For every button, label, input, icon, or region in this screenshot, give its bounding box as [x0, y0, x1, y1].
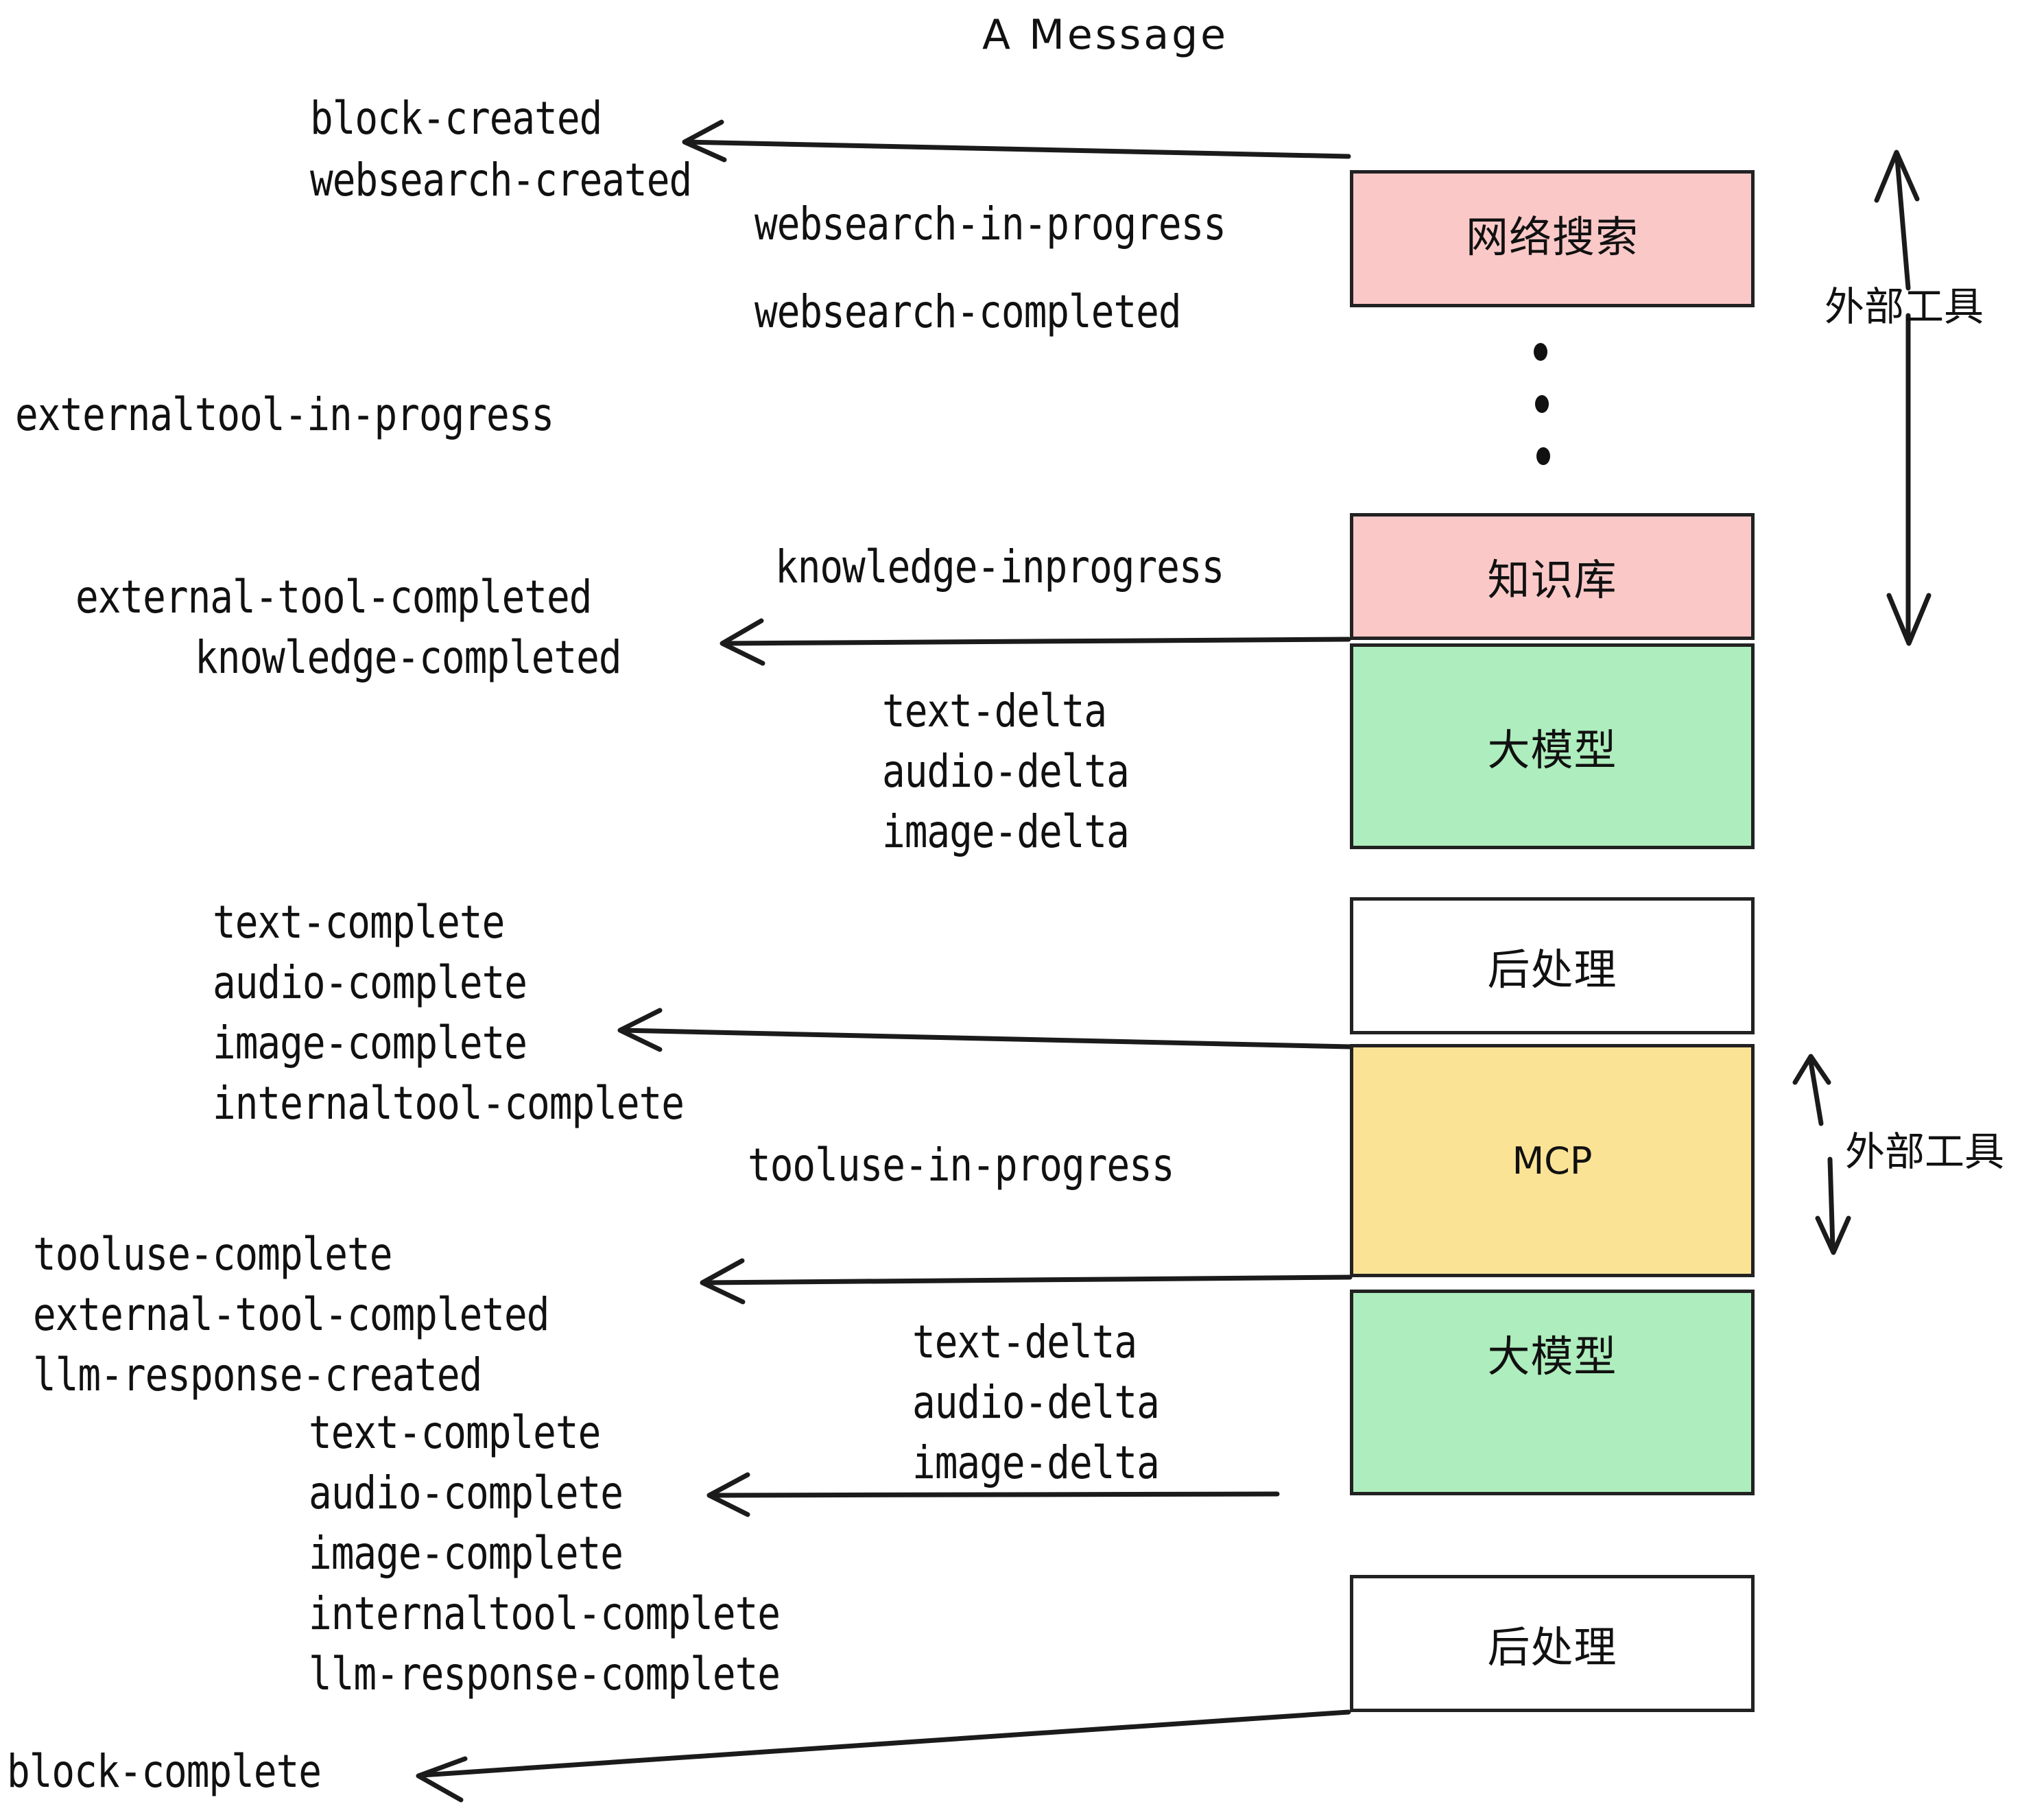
arrow-websearch-created — [682, 119, 1351, 163]
arrow-block-complete — [416, 1709, 1351, 1803]
event-image-complete-1: image-complete — [213, 1017, 527, 1070]
event-external-tool-completed-2: external-tool-completed — [33, 1289, 549, 1342]
node-llm-1-label: 大模型 — [1487, 725, 1617, 775]
event-websearch-completed: websearch-completed — [754, 286, 1182, 339]
node-mcp[interactable]: MCP — [1350, 1044, 1755, 1277]
event-text-complete-1: text-complete — [213, 897, 505, 949]
event-block-complete: block-complete — [7, 1746, 322, 1799]
event-llm-response-created: llm-response-created — [33, 1349, 482, 1402]
event-tooluse-in-progress: tooluse-in-progress — [748, 1139, 1175, 1192]
event-text-delta-1: text-delta — [882, 685, 1107, 738]
node-mcp-label: MCP — [1512, 1139, 1593, 1183]
external-tools-bottom-arrows — [1792, 1054, 1851, 1255]
event-websearch-in-progress: websearch-in-progress — [754, 198, 1226, 251]
node-llm-2[interactable]: 大模型 — [1350, 1290, 1755, 1495]
side-label-external-tools-bottom-text: 外部工具 — [1845, 1128, 2005, 1175]
arrow-knowledge-completed — [720, 618, 1351, 666]
external-tools-top-arrows — [1874, 150, 1932, 646]
event-audio-complete-2: audio-complete — [309, 1467, 623, 1520]
event-tooluse-complete: tooluse-complete — [33, 1229, 392, 1281]
event-image-delta-2: image-delta — [912, 1437, 1160, 1490]
event-text-delta-2: text-delta — [912, 1316, 1137, 1369]
event-websearch-created: websearch-created — [310, 154, 692, 207]
node-websearch-label: 网络搜索 — [1465, 212, 1639, 262]
arrow-tooluse-complete — [700, 1258, 1353, 1305]
event-audio-complete-1: audio-complete — [213, 957, 527, 1010]
event-external-tool-completed-1: external-tool-completed — [75, 571, 592, 624]
node-postprocess-1[interactable]: 后处理 — [1350, 897, 1755, 1034]
node-llm-2-label: 大模型 — [1487, 1331, 1617, 1381]
node-postprocess-2[interactable]: 后处理 — [1350, 1575, 1755, 1712]
arrow-audio-complete — [706, 1472, 1280, 1517]
node-websearch[interactable]: 网络搜索 — [1350, 170, 1755, 307]
node-knowledge-label: 知识库 — [1487, 555, 1617, 605]
event-image-complete-2: image-complete — [309, 1528, 623, 1580]
event-image-delta-1: image-delta — [882, 806, 1130, 859]
event-knowledge-completed: knowledge-completed — [195, 632, 622, 685]
event-knowledge-inprogress: knowledge-inprogress — [775, 541, 1224, 594]
side-label-external-tools-top: 外部工具 — [1825, 274, 1984, 332]
event-internaltool-complete-1: internaltool-complete — [213, 1078, 685, 1130]
arrow-image-complete — [617, 1008, 1353, 1052]
vertical-ellipsis — [1534, 343, 1554, 466]
node-postprocess-2-label: 后处理 — [1487, 1622, 1617, 1672]
diagram-title: A Message — [982, 11, 1229, 59]
node-llm-1[interactable]: 大模型 — [1350, 643, 1755, 849]
event-llm-response-complete: llm-response-complete — [309, 1648, 781, 1701]
event-externaltool-in-progress: externaltool-in-progress — [15, 389, 554, 442]
node-postprocess-1-label: 后处理 — [1487, 945, 1617, 995]
side-label-external-tools-bottom: 外部工具 — [1845, 1119, 2004, 1177]
event-block-created: block-created — [310, 93, 602, 145]
event-audio-delta-1: audio-delta — [882, 746, 1130, 798]
event-internaltool-complete-2: internaltool-complete — [309, 1588, 781, 1641]
node-knowledge[interactable]: 知识库 — [1350, 513, 1755, 640]
event-text-complete-2: text-complete — [309, 1407, 601, 1460]
side-label-external-tools-top-text: 外部工具 — [1825, 283, 1984, 330]
event-audio-delta-2: audio-delta — [912, 1377, 1160, 1429]
